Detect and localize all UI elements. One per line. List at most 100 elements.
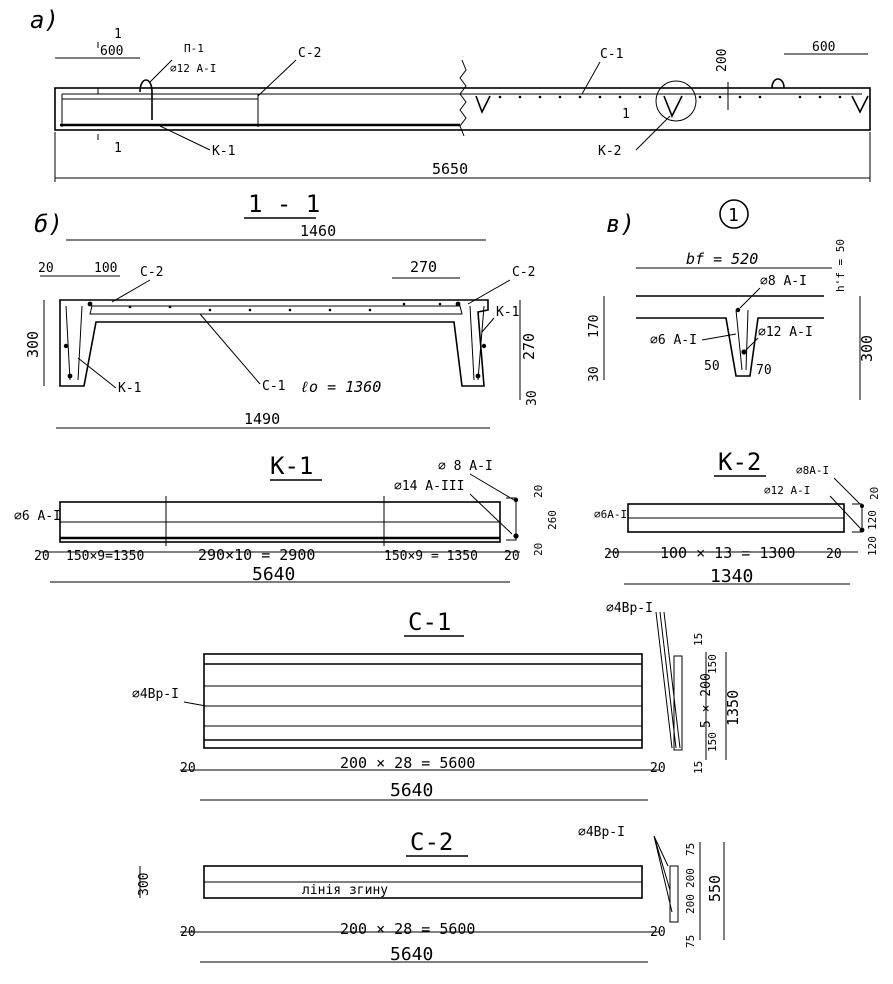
- dim-300-v: 300: [858, 335, 876, 362]
- dim-600-left: 600: [100, 44, 123, 59]
- dim-300-b: 300: [24, 331, 42, 358]
- lifting-loop-right: [771, 78, 785, 89]
- c2-dim-300: 300: [137, 873, 152, 896]
- c2-d200a: 200: [684, 868, 697, 888]
- k2-cage-right: [663, 95, 683, 118]
- k1-seg2: 290×10 = 2900: [198, 546, 315, 564]
- k1-seg1: 150×9=1350: [66, 549, 144, 564]
- c1-leader-b: [199, 313, 261, 385]
- dim-1460: 1460: [300, 222, 336, 240]
- c1-bar-top-label: ⌀4Вр-I: [606, 601, 653, 616]
- c2-right-leader: [467, 279, 511, 305]
- k2-dim-20-left: 20: [604, 547, 620, 562]
- c1-total: 5640: [390, 780, 433, 801]
- c1-dim-20-right: 20: [650, 761, 666, 776]
- c1-seg: 200 × 28 = 5600: [340, 754, 475, 772]
- bar12-leader: [745, 337, 759, 351]
- k1-dim-20-left: 20: [34, 549, 50, 564]
- k1-right-label: К-1: [496, 305, 519, 320]
- c2-d75b: 75: [684, 935, 697, 948]
- c2-seg: 200 × 28 = 5600: [340, 920, 475, 938]
- c1-d150b: 150: [706, 732, 719, 752]
- k1-cage-drawing: К-1 ⌀6 А-I ⌀ 8 А-I ⌀14 А-III 20 150×9=13…: [14, 452, 559, 585]
- c2-bar-label: ⌀4Вр-I: [578, 825, 625, 840]
- c1-leader-a: [581, 61, 601, 95]
- k2-bar8-leader: [833, 477, 861, 505]
- p1-leader: [149, 59, 173, 83]
- k1-seg3: 150×9 = 1350: [384, 549, 478, 564]
- bar6-label: ⌀6 А-I: [650, 333, 697, 348]
- k2-bar8: ⌀8А-I: [796, 464, 829, 477]
- view-b-section-1-1: б) 1 - 1 1460 20 100 270 300 270 30 С-2: [24, 190, 540, 429]
- k2-cage-drawing: К-2 ⌀6А-I ⌀8А-I ⌀12 А-I 20 100 × 13 = 13…: [594, 448, 881, 587]
- bar-dots-section: [63, 301, 487, 379]
- c1-bar-left-leader: [183, 701, 207, 707]
- k1-h260: 260: [546, 510, 559, 530]
- k2-bar6: ⌀6А-I: [594, 508, 627, 521]
- c2-dim-20-right: 20: [650, 925, 666, 940]
- c2-d75a: 75: [684, 843, 697, 856]
- c2-label-a: С-2: [298, 46, 321, 61]
- section-outline: [59, 299, 489, 387]
- k2-h20a: 20: [868, 487, 881, 500]
- k1-sec-bar-bottom: [513, 533, 519, 539]
- label-a: а): [30, 6, 59, 34]
- dim-170: 170: [587, 315, 602, 338]
- node-bar-8: [735, 307, 741, 313]
- l0-label: ℓo = 1360: [300, 378, 381, 396]
- c2-total: 5640: [390, 944, 433, 965]
- node-circle: [655, 80, 697, 122]
- rib-cage-right: [469, 305, 485, 381]
- k2-label-a: К-2: [598, 144, 621, 159]
- dim-270-top: 270: [410, 258, 437, 276]
- bar12-label: ⌀12 А-I: [758, 325, 813, 340]
- label-v: в): [606, 210, 635, 238]
- c1-label-b: С-1: [262, 379, 285, 394]
- k2-h20b: 120: [866, 536, 879, 556]
- k1-bar14: ⌀14 А-III: [394, 479, 464, 494]
- c1-d1350: 1350: [724, 690, 742, 726]
- node-bar-12: [741, 349, 747, 355]
- node-number-circle: [719, 199, 749, 229]
- c1-d150a: 150: [706, 654, 719, 674]
- k2-leader-a: [635, 115, 671, 151]
- c1-mesh-drawing: С-1 ⌀4Вр-I ⌀4Вр-I 20 200 × 28 = 5600 20 …: [132, 601, 742, 801]
- k1-h20b: 20: [532, 543, 545, 556]
- dim-100: 100: [94, 261, 117, 276]
- c2-right-label: С-2: [512, 265, 535, 280]
- c2-left-label: С-2: [140, 265, 163, 280]
- dim-50: 50: [704, 359, 720, 374]
- label-b: б): [34, 210, 63, 238]
- c2-left-leader: [111, 279, 151, 303]
- k1-right-leader: [481, 317, 495, 333]
- k1-bar8: ⌀ 8 А-I: [438, 459, 493, 474]
- c1-leaders: [655, 611, 681, 749]
- k1-label-a: К-1: [212, 144, 235, 159]
- c2-leader-a: [257, 59, 297, 97]
- k1-left-label: К-1: [118, 381, 141, 396]
- p1-label: П-1: [184, 42, 204, 55]
- cut-mark-bottom: 1: [114, 141, 122, 156]
- k2-sec-bar-top: [860, 504, 864, 508]
- k2-sec-bar-bottom: [859, 527, 865, 533]
- node-outline: [636, 295, 824, 377]
- k1-leader-a: [159, 125, 211, 151]
- k1-bar8-leader: [469, 473, 515, 501]
- hf-label: h'f = 50: [834, 239, 847, 292]
- bar8-leader: [739, 287, 761, 309]
- mesh-dots-right: [498, 95, 842, 99]
- view-v-node-1: в) 1 bf = 520 h'f = 50 ⌀8 А-I ⌀6 А-I ⌀12…: [587, 199, 876, 400]
- dim-270-side: 270: [520, 333, 538, 360]
- c2-dim-20-left: 20: [180, 925, 196, 940]
- k2-dim-20-right: 20: [826, 547, 842, 562]
- c1-dim-20-left: 20: [180, 761, 196, 776]
- bar6-leader: [701, 333, 737, 341]
- break-line: [459, 59, 467, 137]
- dim-1490: 1490: [244, 410, 280, 428]
- node-number: 1: [728, 205, 739, 226]
- cut-mark-top: 1: [114, 27, 122, 42]
- dim-70: 70: [756, 363, 772, 378]
- dim-5650: 5650: [432, 160, 468, 178]
- c2-leaders: [653, 835, 673, 913]
